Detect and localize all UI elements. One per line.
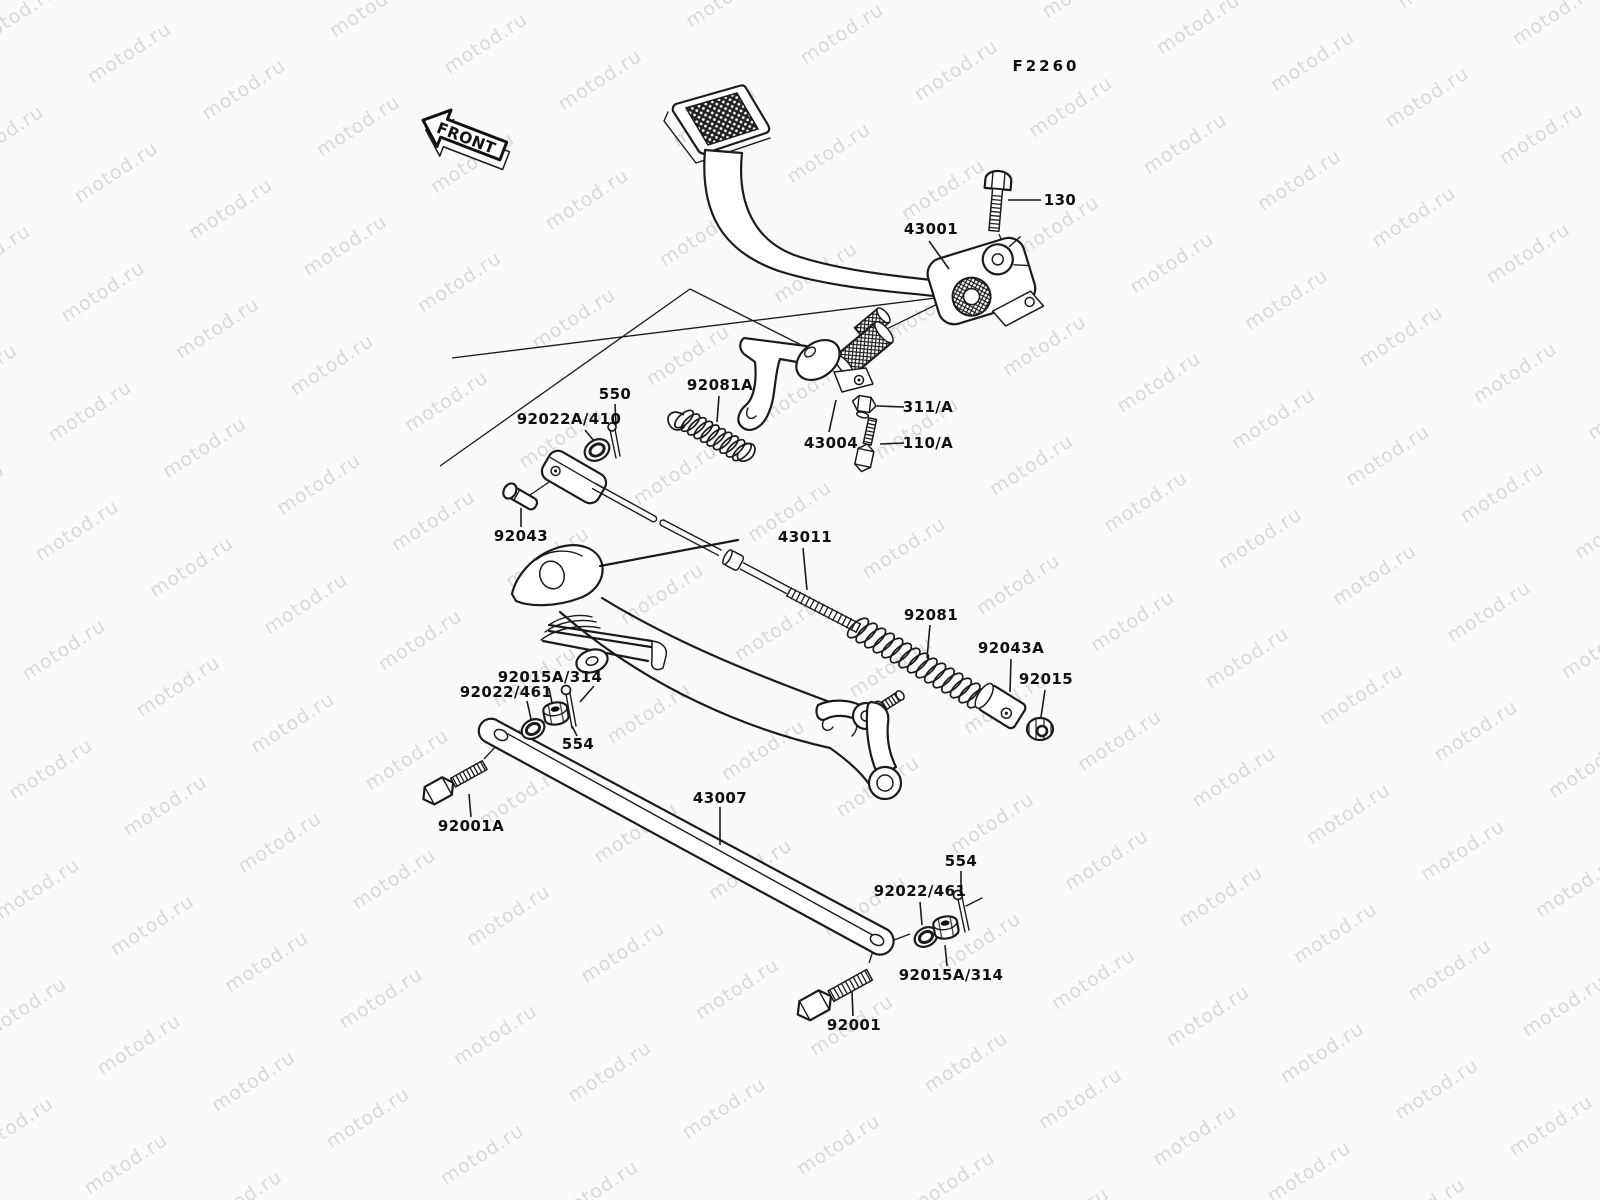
- part-label-130: 130: [1043, 191, 1077, 209]
- part-label-110A: 110/A: [902, 434, 954, 452]
- part-label-92001: 92001: [826, 1016, 882, 1034]
- part-label-92015: 92015: [1018, 670, 1074, 688]
- part-label-311A: 311/A: [902, 398, 954, 416]
- cotter-pin-550: [607, 422, 621, 459]
- rod-clevis: [540, 449, 608, 505]
- return-spring-92081A: [667, 409, 756, 463]
- leader-lines: [468, 199, 1046, 1017]
- figure-code: F2260: [1012, 57, 1080, 75]
- bolt-92001A: [422, 760, 488, 806]
- part-label-43004: 43004: [803, 434, 859, 452]
- cam-lever-43004: [737, 307, 894, 431]
- cotter-pin-554-bottom: [952, 889, 983, 933]
- part-label-92043A: 92043A: [977, 639, 1045, 657]
- part-label-43011: 43011: [777, 528, 833, 546]
- part-label-554-left: 554: [561, 735, 595, 753]
- part-label-92001A: 92001A: [437, 817, 505, 835]
- part-label-92043: 92043: [493, 527, 549, 545]
- brake-cam-lever: [815, 690, 905, 801]
- part-label-92022-461-left: 92022/461: [459, 683, 553, 701]
- front-arrow: FRONT: [421, 108, 511, 171]
- cotter-pin-554-left: [560, 684, 577, 729]
- fork-upper-edge: [600, 596, 848, 710]
- part-label-550: 550: [598, 385, 632, 403]
- torque-rod-43007: [477, 717, 895, 956]
- bolt-110A: [854, 417, 878, 473]
- washer-92022A-410: [583, 438, 611, 462]
- fork-lower-edge: [558, 610, 832, 750]
- bolt-92001: [796, 968, 874, 1022]
- part-label-92081: 92081: [903, 606, 959, 624]
- rod-collar: [722, 549, 745, 571]
- part-label-92015A-314-bottom: 92015A/314: [898, 966, 1004, 984]
- rod-threaded-end: [785, 586, 862, 634]
- part-label-43001: 43001: [903, 220, 959, 238]
- pedal-pad-rubber: [684, 92, 760, 146]
- part-label-43007: 43007: [692, 789, 748, 807]
- part-label-92081A: 92081A: [686, 376, 754, 394]
- pedal-boss: [926, 236, 1045, 327]
- joint-spring-92081: [846, 617, 990, 709]
- part-label-92022-461-bottom: 92022/461: [873, 882, 967, 900]
- nut-311A: [851, 394, 877, 419]
- nut-92015: [1025, 716, 1055, 742]
- trunnion-92043A: [974, 682, 1027, 730]
- part-label-92022A-410: 92022A/410: [516, 410, 622, 428]
- swingarm-reference: [510, 538, 878, 798]
- part-label-92015A-314-left: 92015A/314: [497, 668, 603, 686]
- nut-92015A-314-left: [542, 701, 570, 726]
- part-label-554-bottom: 554: [944, 852, 978, 870]
- lever-tab: [833, 367, 874, 393]
- brake-rod-43011: [591, 482, 862, 634]
- nut-92015A-314-bottom: [932, 915, 960, 940]
- clevis-pin-92043: [502, 482, 539, 511]
- washer-92022-461-left: [520, 718, 546, 740]
- bolt-130: [983, 169, 1013, 233]
- brake-pedal-43001: [663, 84, 943, 298]
